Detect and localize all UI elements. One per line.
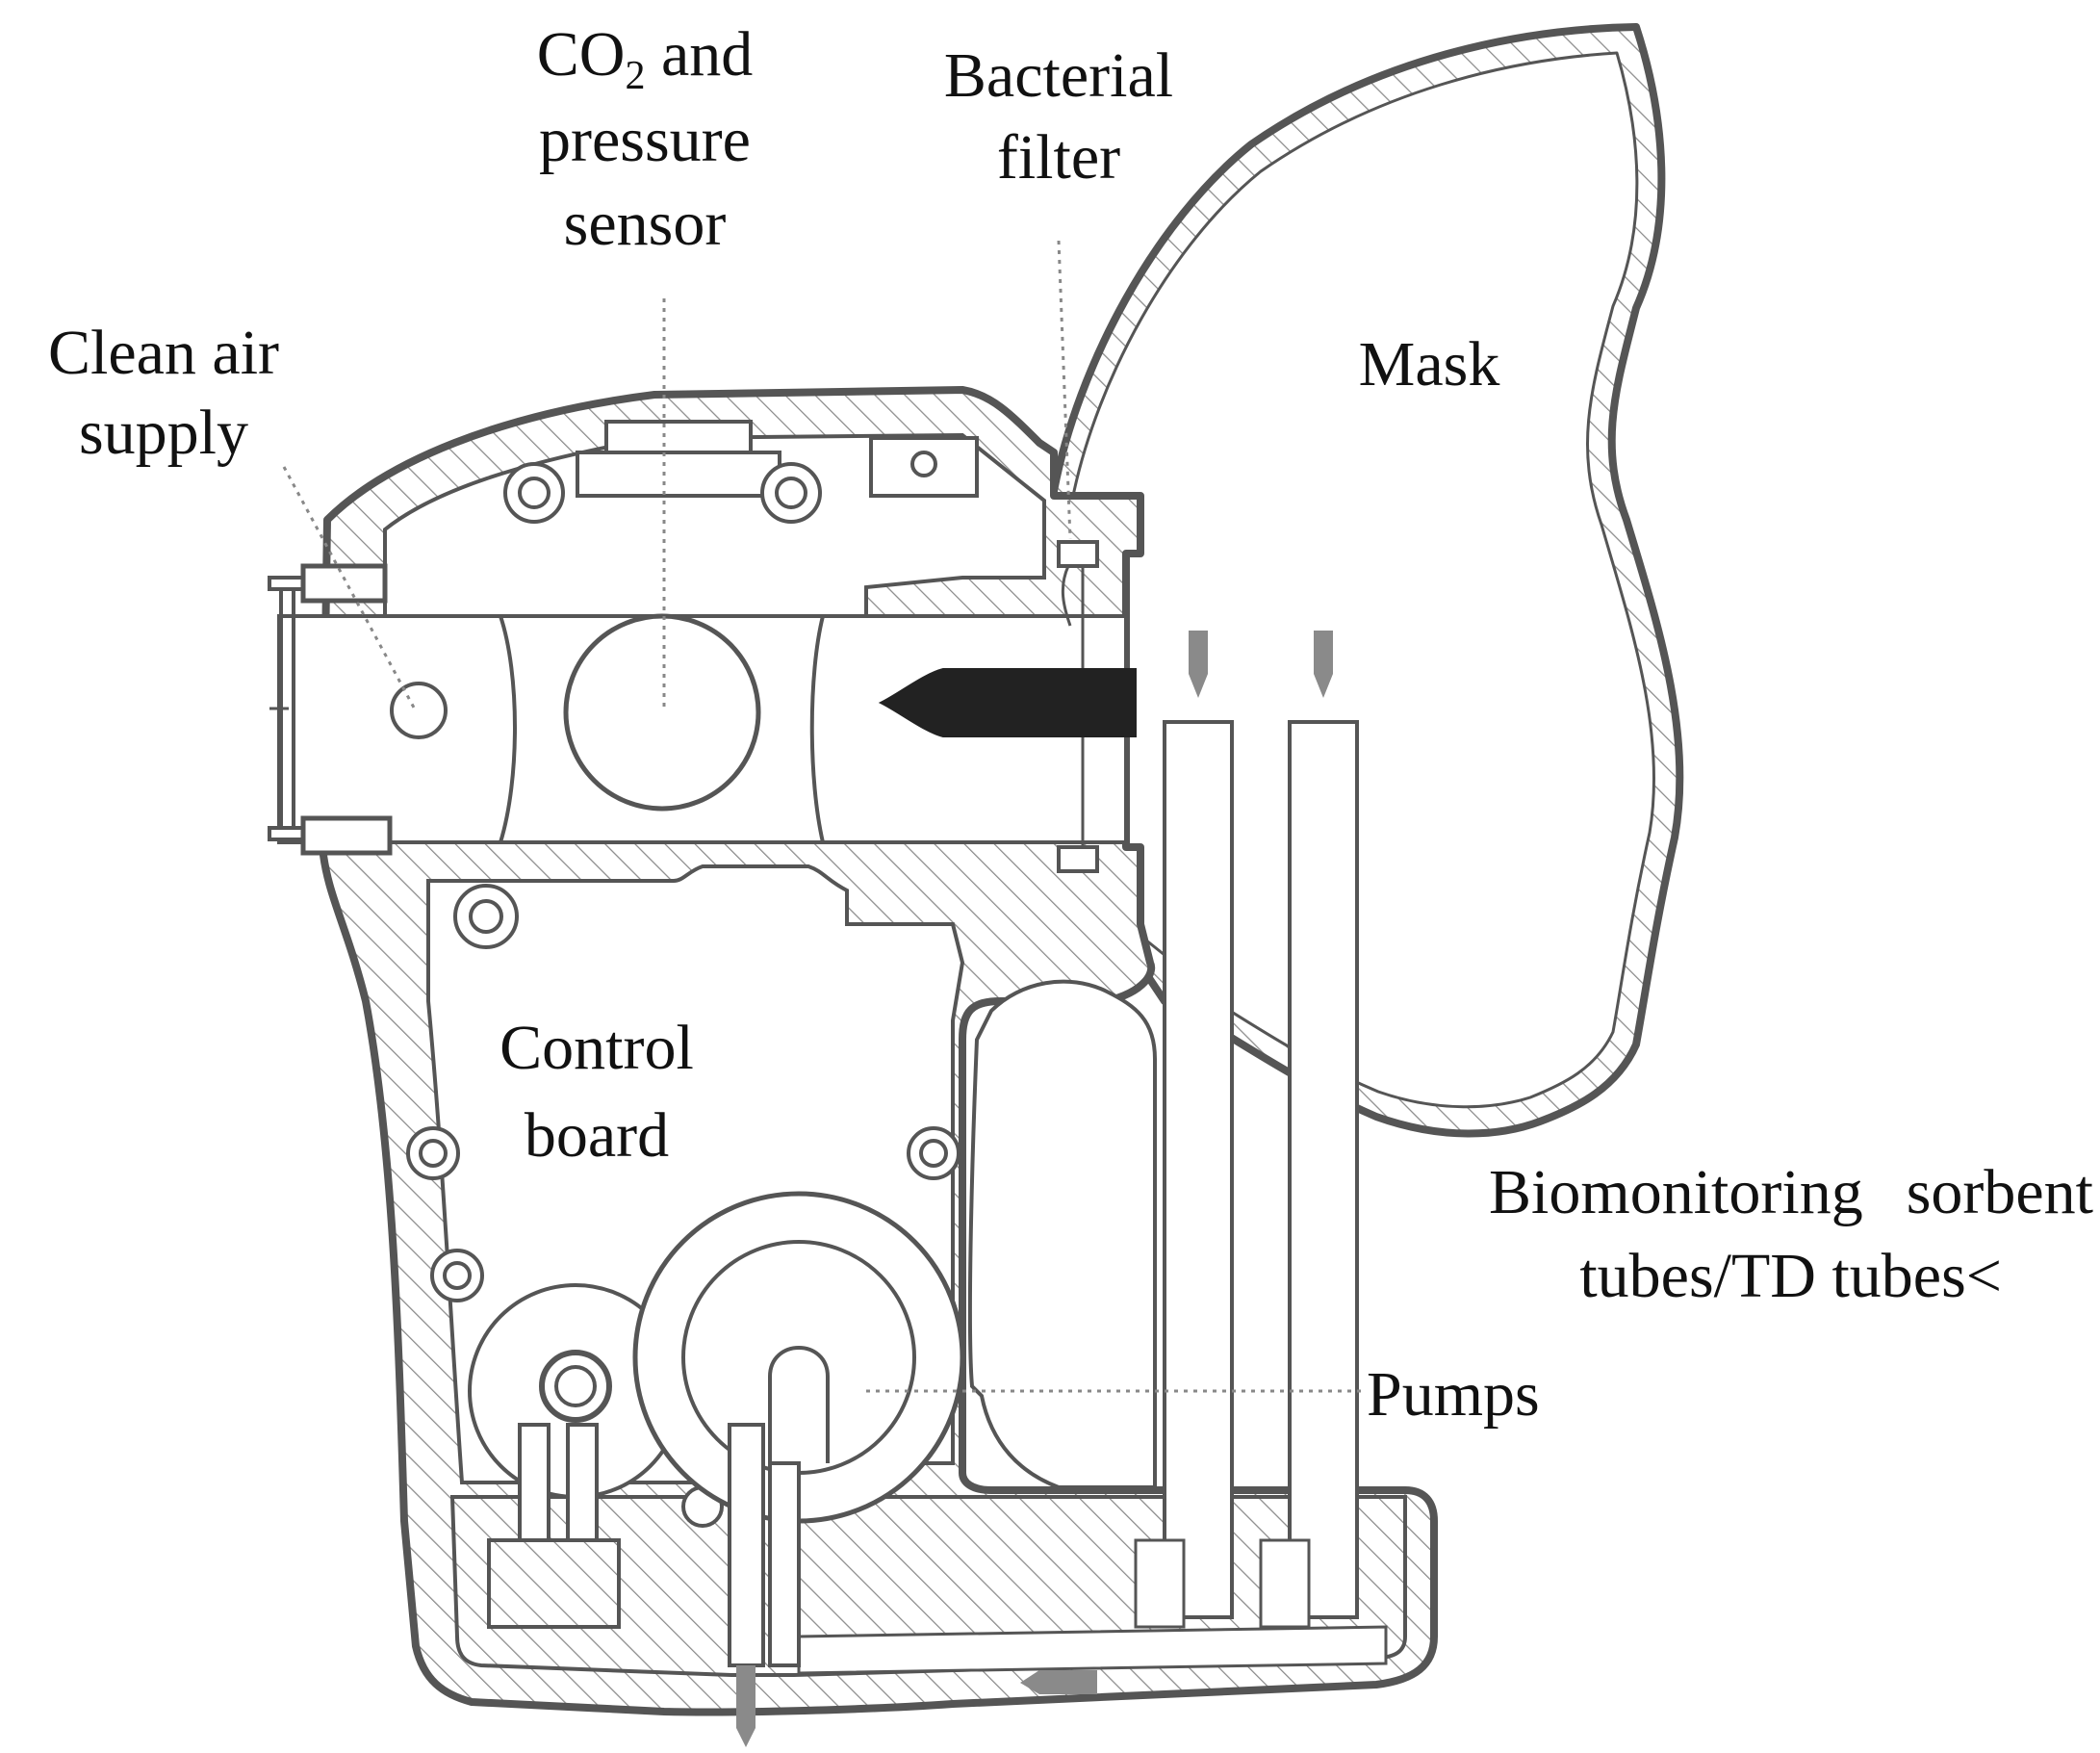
label-sorbent-line2: tubes/TD tubes< xyxy=(1579,1241,2002,1311)
label-sorbent-line1: Biomonitoring sorbent xyxy=(1489,1157,2093,1227)
sorbent-tubes xyxy=(1134,631,1359,1629)
airflow-arrow xyxy=(878,668,1137,737)
label-bacterial-filter-line2: filter xyxy=(996,122,1121,193)
sensor-top-details xyxy=(503,420,979,524)
label-bacterial-filter: Bacterial filter xyxy=(905,29,1213,204)
label-control-board: Control board xyxy=(452,1001,741,1182)
clean-air-port xyxy=(390,682,448,739)
label-pumps: Pumps xyxy=(1367,1359,1540,1430)
inlet-connector xyxy=(268,563,393,856)
mounting-holes xyxy=(406,884,960,1528)
label-co2-sensor: CO2 and pressure sensor xyxy=(481,8,808,271)
label-clean-air-line2: supply xyxy=(78,398,249,468)
label-bacterial-filter-line1: Bacterial xyxy=(943,40,1174,111)
label-control-board-line2: board xyxy=(524,1100,670,1171)
label-co2-line2: pressure xyxy=(539,105,751,175)
label-co2-line3: sensor xyxy=(563,189,727,259)
label-clean-air-supply: Clean air supply xyxy=(10,306,318,479)
leader-lines xyxy=(282,240,1367,1393)
pumps xyxy=(468,1191,1097,1747)
label-co2-line1: CO2 and xyxy=(536,19,754,98)
co2-pressure-sensor xyxy=(498,613,826,844)
label-sorbent-tubes: Biomonitoring sorbent tubes/TD tubes< xyxy=(1362,1146,2093,1323)
label-mask: Mask xyxy=(1358,329,1500,400)
label-clean-air-line1: Clean air xyxy=(47,318,280,388)
label-control-board-line1: Control xyxy=(499,1013,694,1083)
